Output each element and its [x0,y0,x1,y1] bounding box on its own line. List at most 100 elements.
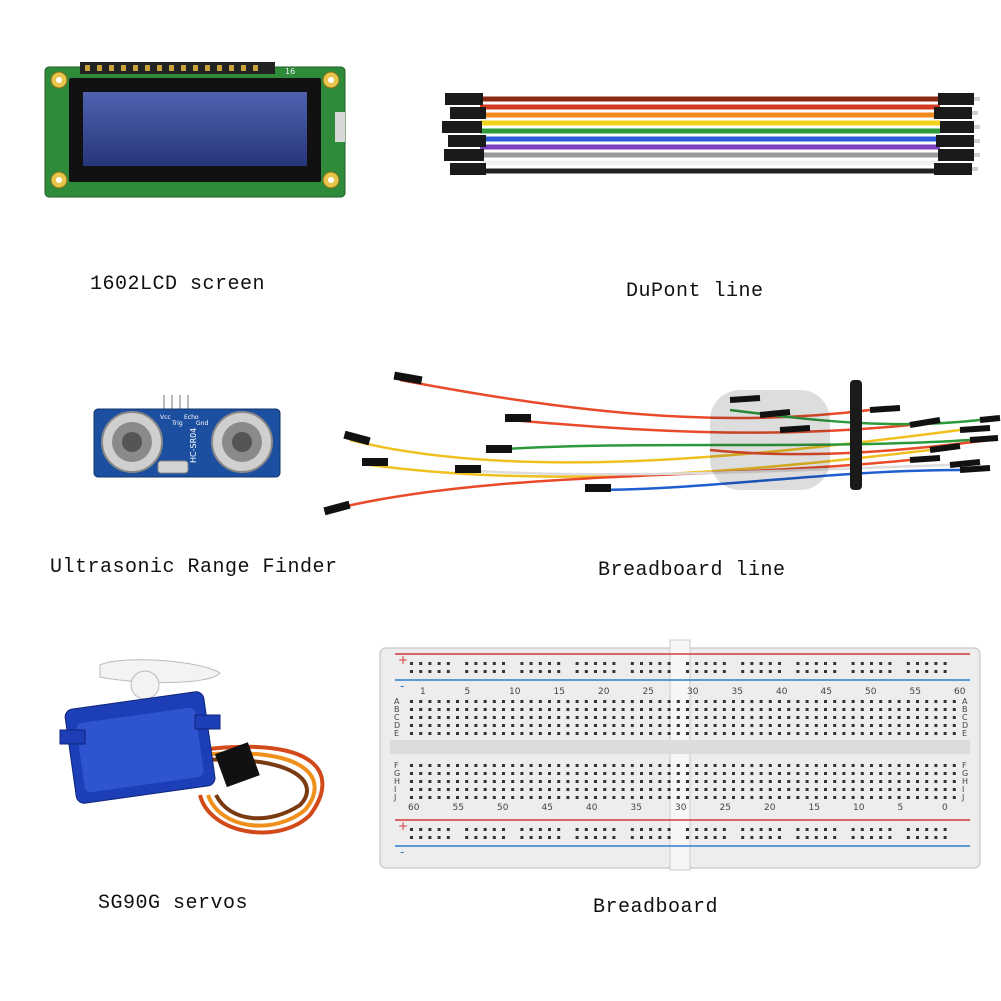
bb-hole [897,700,901,703]
bb-hole [722,700,726,703]
rail-hole [612,662,616,665]
rail-hole [759,662,763,665]
bb-hole [732,772,735,775]
bb-hole [649,796,653,799]
bb-hole [713,764,717,767]
bb-hole [483,796,487,799]
bb-hole [676,732,680,735]
bb-hole [603,772,607,775]
bb-hole [603,716,607,719]
bb-hole [860,764,864,767]
bb-hole [870,724,873,727]
rail-hole [658,662,662,665]
rail-hole [759,670,763,673]
bb-hole [502,780,505,783]
bb-hole [437,764,441,767]
bb-hole [722,780,726,783]
bb-hole [695,724,699,727]
bb-row-letter: D [394,721,400,730]
bb-hole [557,780,561,783]
bb-hole [814,780,818,783]
bb-hole [456,700,459,703]
rail-hole [658,836,662,839]
bb-hole [419,796,423,799]
lcd-module-icon: 16 [44,62,346,198]
bb-hole [492,708,496,711]
bb-hole [502,772,505,775]
bb-hole [713,780,717,783]
rail-hole [870,670,873,673]
bb-hole [952,764,956,767]
bb-col-number: 1 [420,687,426,697]
rail-hole [686,670,689,673]
rail-hole [833,670,837,673]
bb-hole [814,732,818,735]
bb-hole [879,724,883,727]
bb-hole [437,772,441,775]
bb-hole [860,700,864,703]
bb-hole [446,764,450,767]
bb-hole [612,700,616,703]
rail-hole [594,828,597,831]
bb-hole [824,716,827,719]
bb-hole [511,700,515,703]
bb-hole [456,764,459,767]
bb-col-number: 40 [586,803,598,813]
bb-hole [750,732,754,735]
bb-hole [640,796,643,799]
bb-hole [474,772,478,775]
bb-hole [695,780,699,783]
bb-hole [465,716,469,719]
bb-hole [410,732,413,735]
rail-hole [768,828,772,831]
bb-hole [419,724,423,727]
bb-hole [511,780,515,783]
bb-hole [943,788,947,791]
rail-hole [814,836,818,839]
rail-hole [575,670,579,673]
rail-hole [686,836,689,839]
bb-row-letter: H [394,777,400,786]
bb-hole [695,788,699,791]
rail-hole [492,662,496,665]
rail-hole [860,670,864,673]
bb-hole [695,732,699,735]
bb-hole [934,732,938,735]
bb-hole [851,772,855,775]
bb-hole [824,708,827,711]
rail-hole [796,662,800,665]
bb-hole [446,780,450,783]
bb-hole [428,700,432,703]
bb-hole [833,796,837,799]
rail-hole [410,670,413,673]
bb-hole [833,708,837,711]
bb-hole [428,788,432,791]
rail-hole [419,836,423,839]
bb-hole [548,732,551,735]
bb-hole [584,780,588,783]
rail-hole [805,828,809,831]
bb-hole [796,708,800,711]
bb-hole [851,700,855,703]
bb-hole [584,772,588,775]
rail-hole [704,662,708,665]
bb-hole [842,732,846,735]
bb-hole [842,716,846,719]
bb-hole [814,700,818,703]
bb-hole [787,764,791,767]
rail-hole [851,828,855,831]
bb-hole [805,732,809,735]
bb-hole [456,708,459,711]
bb-hole [787,772,791,775]
bb-hole [410,716,413,719]
bb-hole [419,732,423,735]
rail-hole [584,836,588,839]
bb-hole [934,716,938,719]
rail-hole [906,670,910,673]
rail-hole [465,662,469,665]
bb-hole [943,772,947,775]
rail-hole [805,662,809,665]
bb-hole [759,772,763,775]
bb-hole [741,724,745,727]
bb-hole [925,716,929,719]
